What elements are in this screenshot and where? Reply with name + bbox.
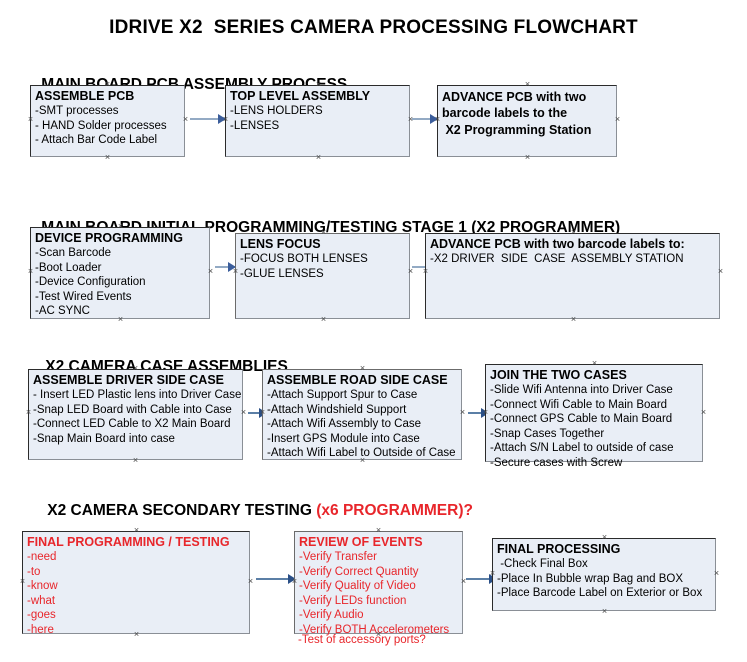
box-lens-focus[interactable]: LENS FOCUS -FOCUS BOTH LENSES -GLUE LENS… — [235, 233, 410, 319]
box-item: -LENS HOLDERS — [230, 105, 323, 117]
selection-handle-icon — [422, 268, 429, 275]
box-item: -Verify BOTH Accelerometers — [299, 623, 450, 636]
box-item: -Verify Audio — [299, 609, 364, 621]
box-assemble-driver-side-case[interactable]: ASSEMBLE DRIVER SIDE CASE - Insert LED P… — [28, 369, 243, 460]
selection-handle-icon — [27, 116, 34, 123]
box-item: -Attach Wifi Label to Outside of Case — [267, 447, 456, 459]
selection-handle-icon — [25, 409, 32, 416]
box-item: -Check Final Box — [497, 558, 588, 570]
box-item: -here — [27, 623, 54, 636]
box-title: FINAL PROGRAMMING / TESTING — [27, 535, 230, 549]
selection-handle-icon — [320, 316, 327, 323]
box-item-overflow: -Test of accessory ports? — [298, 634, 426, 646]
box-item: -FOCUS BOTH LENSES — [240, 253, 368, 265]
box-title: ASSEMBLE PCB — [35, 89, 135, 103]
box-item: -goes — [27, 609, 56, 621]
box-item: -what — [27, 594, 56, 607]
box-item: -Verify Quality of Video — [299, 580, 416, 592]
box-item: -Insert GPS Module into Case — [267, 432, 420, 445]
selection-handle-icon — [591, 360, 598, 367]
section-heading-4-accent: (x6 PROGRAMMER)? — [316, 502, 473, 519]
selection-handle-icon — [601, 608, 608, 615]
page-title: IDRIVE X2 SERIES CAMERA PROCESSING FLOWC… — [109, 17, 638, 38]
box-title: LENS FOCUS — [240, 237, 321, 251]
box-item: -Boot Loader — [35, 261, 102, 274]
box-item: -Attach Wifi Assembly to Case — [267, 418, 422, 430]
box-item: -Attach Support Spur to Case — [267, 389, 418, 401]
box-title: REVIEW OF EVENTS — [299, 535, 423, 549]
box-item: -Place Barcode Label on Exterior or Box — [497, 587, 703, 599]
selection-handle-icon — [717, 268, 724, 275]
box-title: ADVANCE PCB with two barcode labels to: — [430, 237, 685, 251]
selection-handle-icon — [27, 268, 34, 275]
box-final-programming-testing[interactable]: FINAL PROGRAMMING / TESTING -need -to -k… — [19, 531, 250, 636]
box-join-the-two-cases[interactable]: JOIN THE TWO CASES -Slide Wifi Antenna i… — [485, 364, 703, 469]
selection-handle-icon — [19, 578, 26, 585]
box-title: DEVICE PROGRAMMING — [35, 231, 183, 245]
box-item: -X2 DRIVER SIDE CASE ASSEMBLY STATION — [430, 253, 684, 265]
box-item: -Attach Windshield Support — [267, 403, 407, 416]
connector-arrow — [190, 114, 226, 124]
box-item: -Verify Transfer — [299, 551, 377, 563]
box-item: -need — [27, 551, 57, 563]
box-item: -Scan Barcode — [35, 247, 112, 259]
box-item: -Attach S/N Label to outside of case — [490, 442, 674, 454]
box-advance-pcb-programming-station[interactable]: ADVANCE PCB with two barcode labels to t… — [437, 85, 617, 157]
box-item: -Slide Wifi Antenna into Driver Case — [490, 384, 673, 396]
box-item: -Snap Main Board into case — [33, 432, 175, 445]
selection-handle-icon — [359, 365, 366, 372]
box-item: -Test Wired Events — [35, 290, 132, 303]
box-title: ASSEMBLE DRIVER SIDE CASE — [33, 373, 225, 387]
box-item: -GLUE LENSES — [240, 267, 324, 280]
box-item: - Insert LED Plastic lens into Driver Ca… — [33, 389, 242, 401]
selection-handle-icon — [601, 534, 608, 541]
box-item: -Connect Wifi Cable to Main Board — [490, 398, 668, 411]
box-title: ADVANCE PCB with two — [442, 90, 587, 104]
selection-handle-icon — [570, 316, 577, 323]
selection-handle-icon — [524, 154, 531, 161]
box-item: -Secure cases with Screw — [490, 456, 623, 469]
box-item: -LENSES — [230, 119, 280, 132]
box-item: -Place In Bubble wrap Bag and BOX — [497, 572, 684, 585]
box-item: -Snap LED Board with Cable into Case — [33, 403, 232, 416]
box-device-programming[interactable]: DEVICE PROGRAMMING -Scan Barcode -Boot L… — [30, 227, 210, 319]
box-item: barcode labels to the — [442, 106, 568, 120]
box-item: -Verify LEDs function — [299, 594, 407, 607]
box-item: -Connect GPS Cable to Main Board — [490, 413, 673, 425]
box-title: TOP LEVEL ASSEMBLY — [230, 89, 371, 103]
box-final-processing[interactable]: FINAL PROCESSING -Check Final Box -Place… — [492, 538, 716, 611]
box-item: - HAND Solder processes — [35, 119, 167, 132]
selection-handle-icon — [104, 154, 111, 161]
box-item: -know — [27, 580, 58, 592]
section-heading-4: X2 CAMERA SECONDARY TESTING (x6 PROGRAMM… — [30, 484, 473, 538]
box-item: - Attach Bar Code Label — [35, 134, 158, 146]
box-item: -to — [27, 565, 41, 578]
selection-handle-icon — [315, 154, 322, 161]
box-item: -AC SYNC — [35, 305, 90, 317]
box-assemble-road-side-case[interactable]: ASSEMBLE ROAD SIDE CASE -Attach Support … — [262, 369, 462, 460]
box-top-level-assembly[interactable]: TOP LEVEL ASSEMBLY -LENS HOLDERS -LENSES — [225, 85, 410, 157]
selection-handle-icon — [132, 457, 139, 464]
box-advance-pcb-driver-side-station[interactable]: ADVANCE PCB with two barcode labels to: … — [425, 233, 720, 319]
section-heading-4-text: X2 CAMERA SECONDARY TESTING — [47, 502, 317, 519]
box-title: FINAL PROCESSING — [497, 542, 621, 556]
box-review-of-events[interactable]: REVIEW OF EVENTS -Verify Transfer -Verif… — [294, 531, 463, 636]
box-title: JOIN THE TWO CASES — [490, 368, 627, 382]
box-item: -Verify Correct Quantity — [299, 565, 419, 578]
selection-handle-icon — [524, 81, 531, 88]
connector-arrow — [412, 114, 438, 124]
box-item: -Connect LED Cable to X2 Main Board — [33, 418, 231, 430]
box-title: ASSEMBLE ROAD SIDE CASE — [267, 373, 448, 387]
box-item: X2 Programming Station — [442, 123, 592, 137]
box-item: -SMT processes — [35, 105, 119, 117]
box-item: -Device Configuration — [35, 276, 146, 288]
box-item: -Snap Cases Together — [490, 427, 605, 440]
connector-arrow — [215, 262, 236, 272]
box-assemble-pcb[interactable]: ASSEMBLE PCB -SMT processes - HAND Solde… — [30, 85, 185, 157]
connector-arrow — [256, 574, 296, 584]
